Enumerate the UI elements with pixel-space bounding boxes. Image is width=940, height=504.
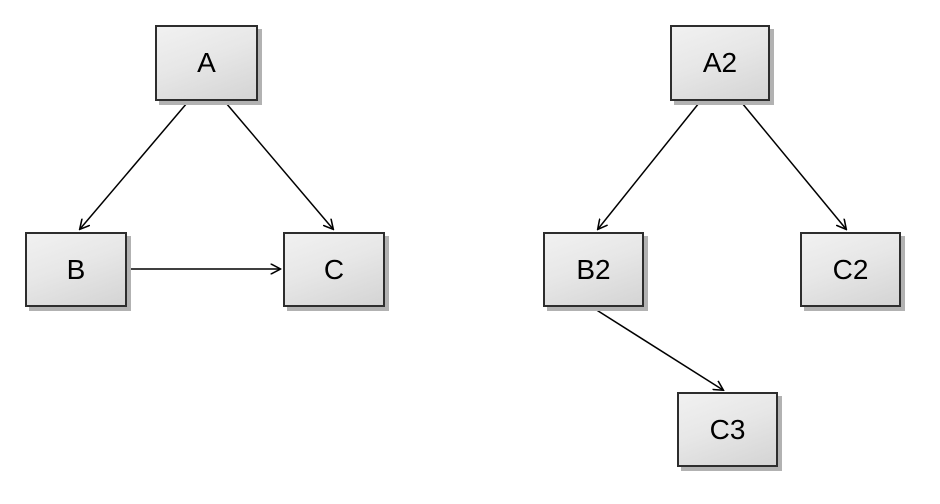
node-A[interactable]: A (155, 25, 258, 101)
node-label: B (66, 253, 86, 285)
edge-A2-to-C2[interactable] (741, 102, 846, 229)
node-label: A (197, 47, 216, 78)
edge-A-to-B[interactable] (80, 102, 188, 229)
node-label: C3 (709, 413, 746, 445)
node-A2[interactable]: A2 (670, 25, 770, 101)
node-label: B2 (576, 253, 611, 285)
node-label: C2 (832, 253, 869, 285)
node-C2[interactable]: C2 (800, 232, 901, 307)
node-C[interactable]: C (283, 232, 385, 307)
node-label: A2 (702, 47, 738, 78)
edge-B2-to-C3[interactable] (594, 308, 723, 390)
node-C3[interactable]: C3 (677, 392, 778, 467)
edge-A-to-C[interactable] (225, 102, 333, 229)
node-B[interactable]: B (25, 232, 127, 307)
node-B2[interactable]: B2 (543, 232, 644, 307)
node-label: C (323, 253, 345, 285)
edges-group (80, 102, 846, 390)
edge-A2-to-B2[interactable] (598, 102, 700, 229)
